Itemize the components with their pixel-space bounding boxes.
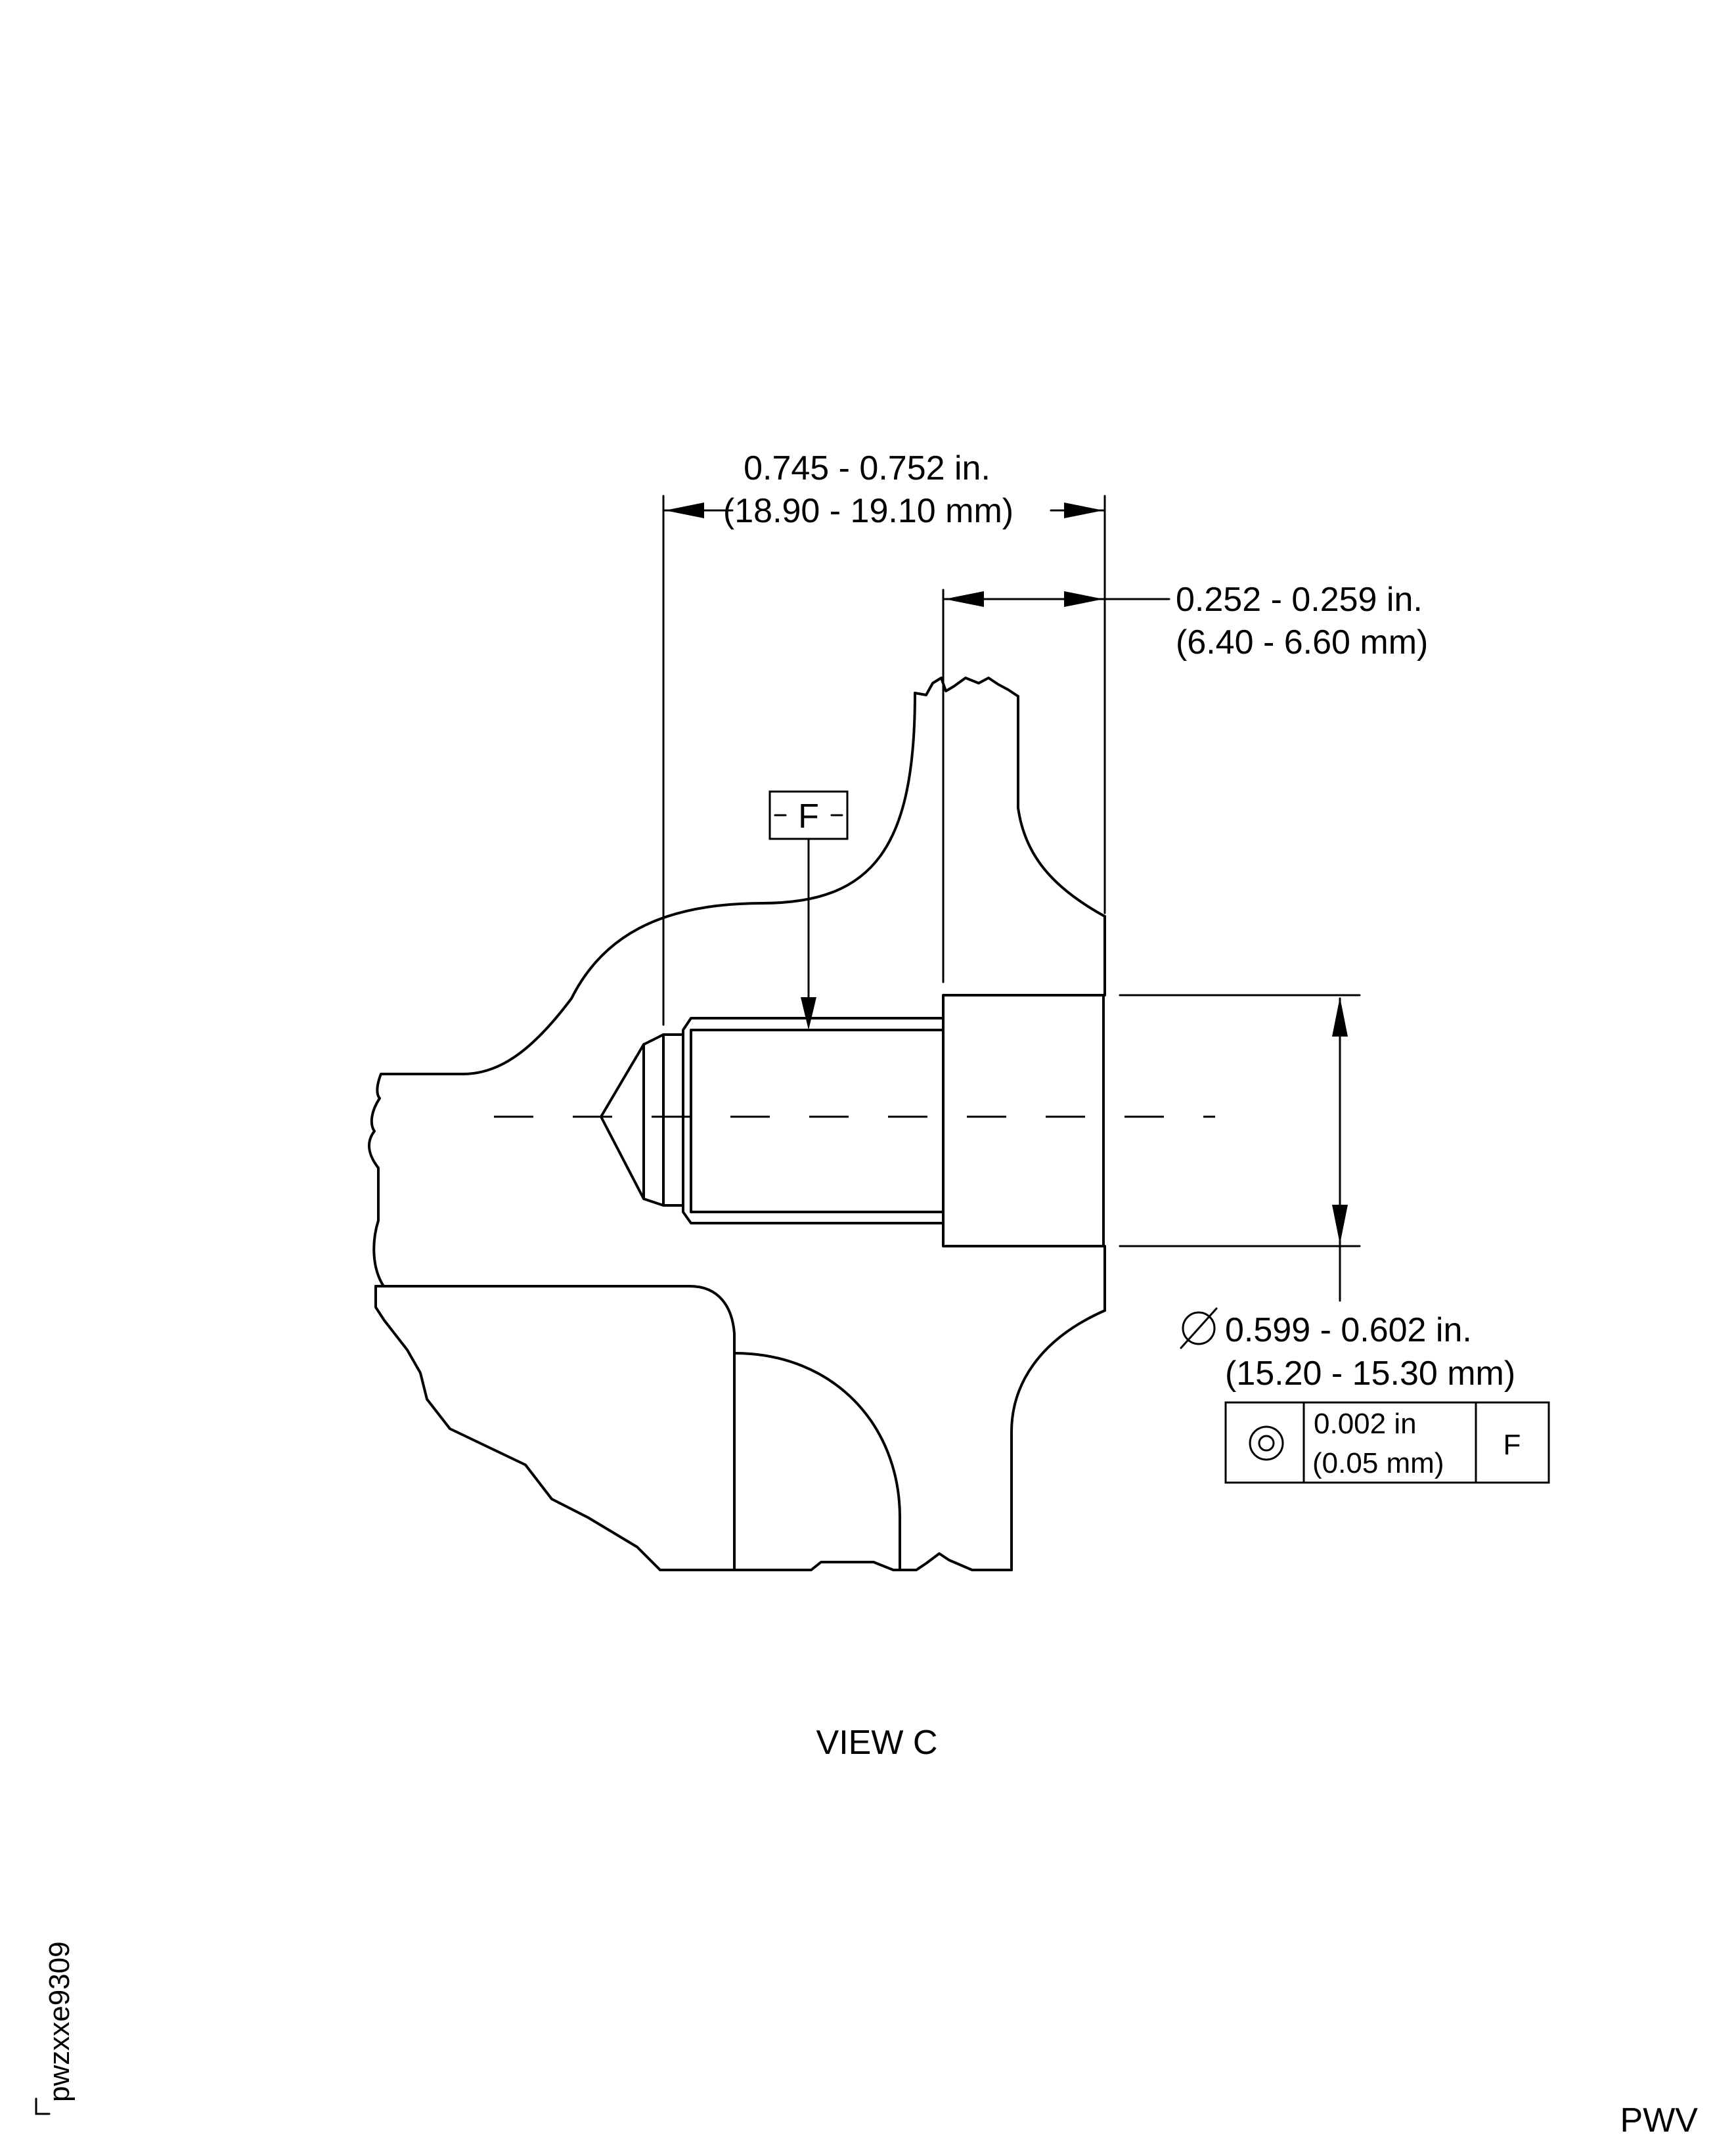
break-line-top (914, 677, 1019, 698)
arrow-dia-bottom (1332, 1205, 1348, 1244)
dim-overall-inches: 0.745 - 0.752 in. (744, 449, 990, 487)
feature-control-frame (1224, 1401, 1550, 1484)
dim-dia-inches: 0.599 - 0.602 in. (1225, 1311, 1472, 1349)
stud-thread-inner (690, 1029, 945, 1213)
view-label: VIEW C (816, 1724, 938, 1762)
part-outline-upper (368, 692, 916, 1288)
lower-inner-arc (733, 1352, 901, 1571)
arrow-dia-top (1332, 997, 1348, 1037)
fcf-tolerance-inches: 0.002 in (1314, 1408, 1417, 1440)
datum-f-label: F (798, 797, 819, 836)
arrow-overall-left (665, 503, 704, 518)
figure-id-bracket (35, 2097, 51, 2115)
fcf-datum-ref: F (1503, 1429, 1521, 1461)
arrow-overall-right (1064, 503, 1103, 518)
lower-left-break (374, 1285, 661, 1571)
arrow-shoulder-left (945, 591, 984, 607)
stud-cone-tip (600, 1043, 645, 1200)
part-outline-lower-fillet (1010, 1309, 1106, 1571)
part-outline-lower (374, 1285, 736, 1571)
arrow-shoulder-right (1064, 591, 1103, 607)
fcf-tolerance-mm: (0.05 mm) (1312, 1447, 1444, 1479)
dim-dia-mm: (15.20 - 15.30 mm) (1225, 1355, 1515, 1393)
stud-chamfer (642, 1033, 684, 1207)
arrow-datum-f (801, 997, 816, 1030)
figure-id: pwzxxe9309 (43, 1941, 76, 2102)
lower-bottom-edge (659, 1552, 1013, 1571)
dim-shoulder-inches: 0.252 - 0.259 in. (1176, 581, 1423, 619)
stud-shoulder (942, 994, 1105, 1247)
concentricity-icon (1249, 1425, 1284, 1461)
diameter-icon (1180, 1307, 1218, 1349)
dim-overall-mm: (18.90 - 19.10 mm) (723, 492, 1013, 530)
stud-thread-outer (682, 1017, 945, 1224)
corner-code: PWV (1620, 2101, 1699, 2139)
part-outline-right-fillet (1017, 695, 1106, 918)
dim-shoulder-mm: (6.40 - 6.60 mm) (1176, 623, 1428, 661)
